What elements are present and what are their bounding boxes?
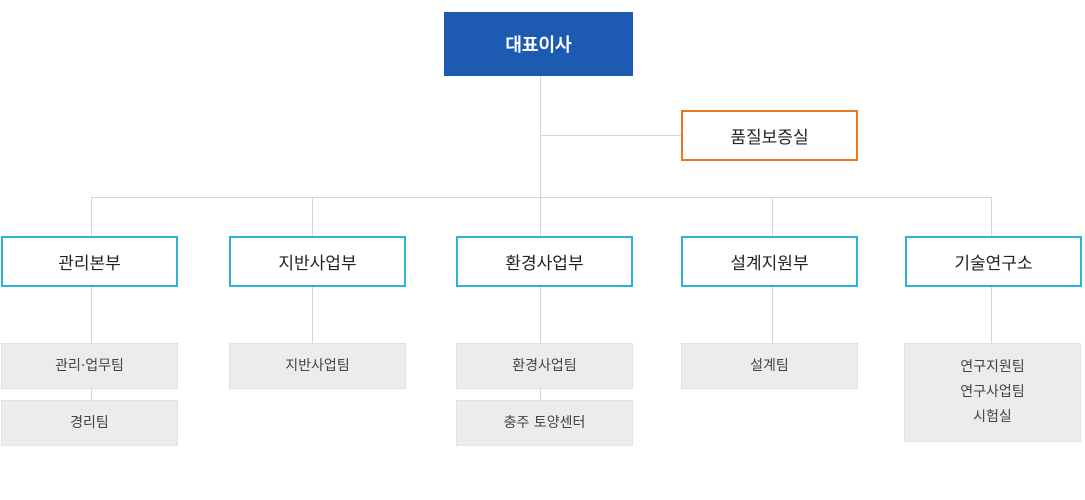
- dept-box-geotech: 지반사업부: [229, 236, 406, 287]
- team-box: 설계팀: [681, 343, 858, 389]
- team-label: 연구사업팀: [960, 384, 1025, 400]
- qa-box: 품질보증실: [681, 110, 858, 161]
- dept-box-research: 기술연구소: [905, 236, 1082, 287]
- team-box: 관리·업무팀: [1, 343, 178, 389]
- team-box: 환경사업팀: [456, 343, 633, 389]
- dept-drop-line-5: [991, 197, 992, 236]
- dept-box-management: 관리본부: [1, 236, 178, 287]
- team-box: 지반사업팀: [229, 343, 406, 389]
- dept-horizontal-line: [91, 197, 991, 198]
- ceo-box: 대표이사: [444, 12, 633, 76]
- qa-branch-line: [540, 135, 681, 136]
- team-box-research-group: 연구지원팀 연구사업팀 시험실: [904, 343, 1081, 442]
- dept-drop-line-2: [312, 197, 313, 236]
- team-box: 경리팀: [1, 400, 178, 446]
- team-line-4: [772, 287, 773, 343]
- dept-drop-line-4: [772, 197, 773, 236]
- dept-box-design: 설계지원부: [681, 236, 858, 287]
- team-label: 연구지원팀: [960, 359, 1025, 375]
- dept-box-environment: 환경사업부: [456, 236, 633, 287]
- team-line-2: [312, 287, 313, 343]
- dept-drop-line-1: [91, 197, 92, 236]
- team-label: 시험실: [973, 409, 1012, 425]
- team-line-5: [991, 287, 992, 343]
- ceo-vertical-line: [540, 76, 541, 236]
- team-box: 충주 토양센터: [456, 400, 633, 446]
